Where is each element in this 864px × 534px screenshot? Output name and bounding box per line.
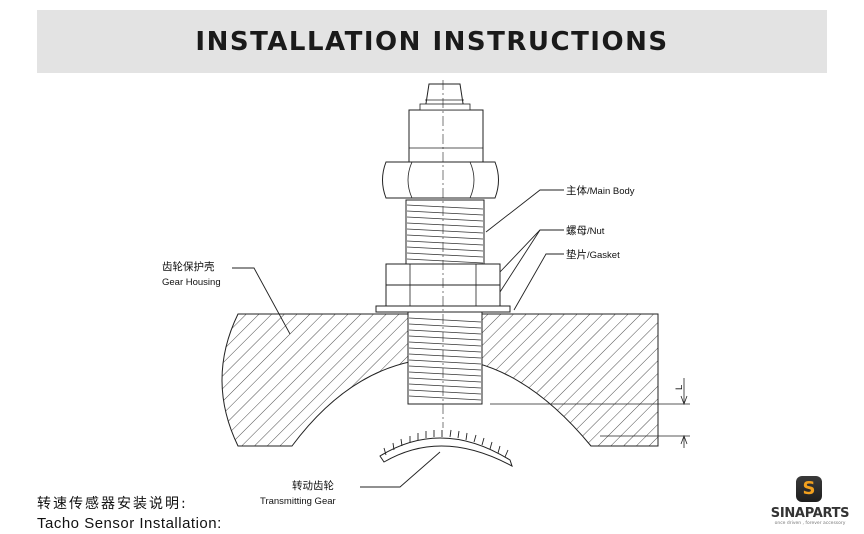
dimension-l <box>490 378 690 448</box>
main-body-label: 主体/Main Body <box>566 185 635 197</box>
title-banner: INSTALLATION INSTRUCTIONS <box>37 10 827 73</box>
sinaparts-logo: S SINAPARTS once driven , forever access… <box>764 476 856 528</box>
transmitting-gear-label-cn: 转动齿轮 <box>292 479 334 492</box>
gear-housing <box>221 313 659 447</box>
caption: 转速传感器安装说明: Tacho Sensor Installation: <box>37 495 222 533</box>
transmitting-gear-label-en: Transmitting Gear <box>260 496 336 507</box>
sensor-neck <box>408 109 484 163</box>
leader-lines <box>232 189 564 488</box>
upper-thread <box>406 204 484 264</box>
caption-cn: 转速传感器安装说明: <box>37 496 188 512</box>
nut-label: 螺母/Nut <box>566 225 605 237</box>
logo-brand: SINAPARTS <box>770 506 850 521</box>
gear-teeth <box>383 429 509 458</box>
gear-housing-label-cn: 齿轮保护壳 <box>162 260 215 273</box>
s-badge-icon: S <box>796 476 822 502</box>
gasket-label: 垫片/Gasket <box>566 248 620 261</box>
logo-tagline: once driven , forever accessory <box>774 521 846 526</box>
page-title: INSTALLATION INSTRUCTIONS <box>195 26 669 57</box>
gear-housing-label-en: Gear Housing <box>162 277 221 288</box>
transmitting-gear <box>379 437 513 468</box>
caption-en: Tacho Sensor Installation: <box>37 515 222 532</box>
main-hex-body <box>382 161 499 199</box>
dimension-label: L <box>674 385 685 390</box>
lower-thread <box>408 317 482 401</box>
